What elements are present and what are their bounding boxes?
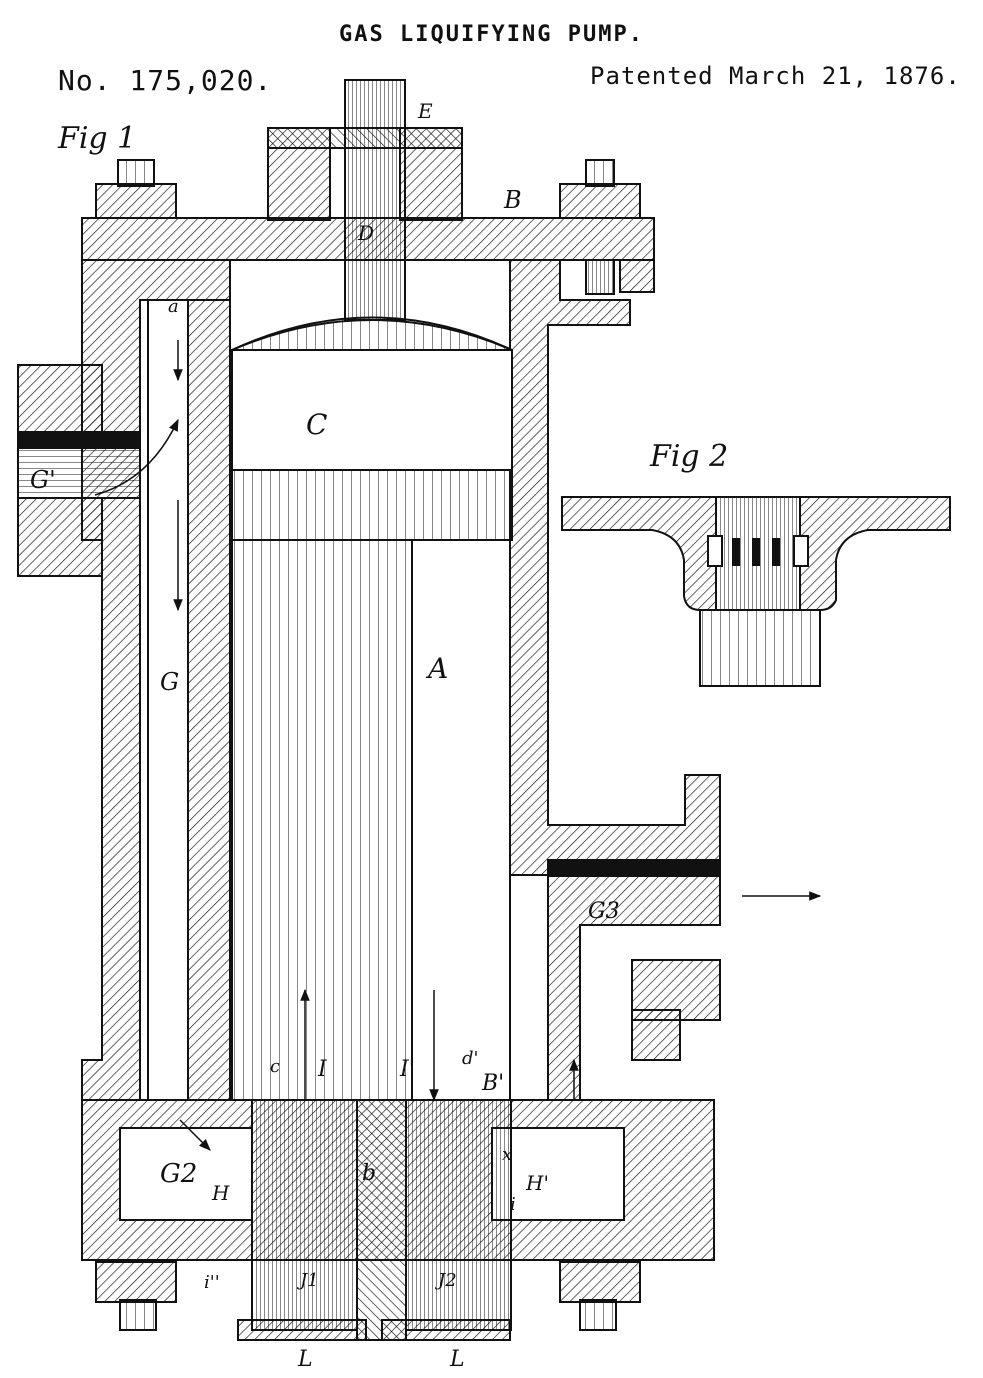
label-c: c [270,1056,280,1077]
flow-arrows [94,340,822,1151]
label-B1: B' [481,1071,504,1096]
label-G: G [160,668,179,696]
label-I: I [317,1057,328,1082]
label-d1: d' [462,1048,478,1069]
label-C: C [306,408,327,441]
drawing-title: GAS LIQUIFYING PUMP. [339,22,644,47]
label-J2: J2 [434,1270,457,1291]
fig1-drawing [17,79,721,1341]
label-D: D [357,221,374,245]
label-i2: i'' [204,1272,220,1293]
part-labels: E B D a C G' G A G3 c I I' d' B' G2 H b … [30,99,620,1372]
label-L1: L [297,1347,313,1372]
label-G3: G3 [588,899,620,924]
label-G1: G' [30,466,56,494]
label-b: b [362,1161,376,1186]
label-G2: G2 [160,1159,197,1189]
patent-number: No. 175,020. [58,64,273,97]
patent-date: Patented March 21, 1876. [590,62,961,90]
label-H: H [211,1181,230,1205]
label-x: x [502,1144,512,1165]
label-L2: L [449,1347,465,1372]
label-E: E [417,99,433,123]
label-I1: I' [399,1057,415,1082]
fig1-title: Fig 1 [57,121,136,156]
label-J1: J1 [296,1270,319,1291]
label-i: i [510,1194,516,1215]
label-H1: H' [525,1171,549,1195]
fig2-drawing [561,496,951,687]
label-a: a [168,296,179,317]
label-A: A [425,652,448,685]
label-B: B [503,186,522,214]
fig2-title: Fig 2 [649,439,728,474]
